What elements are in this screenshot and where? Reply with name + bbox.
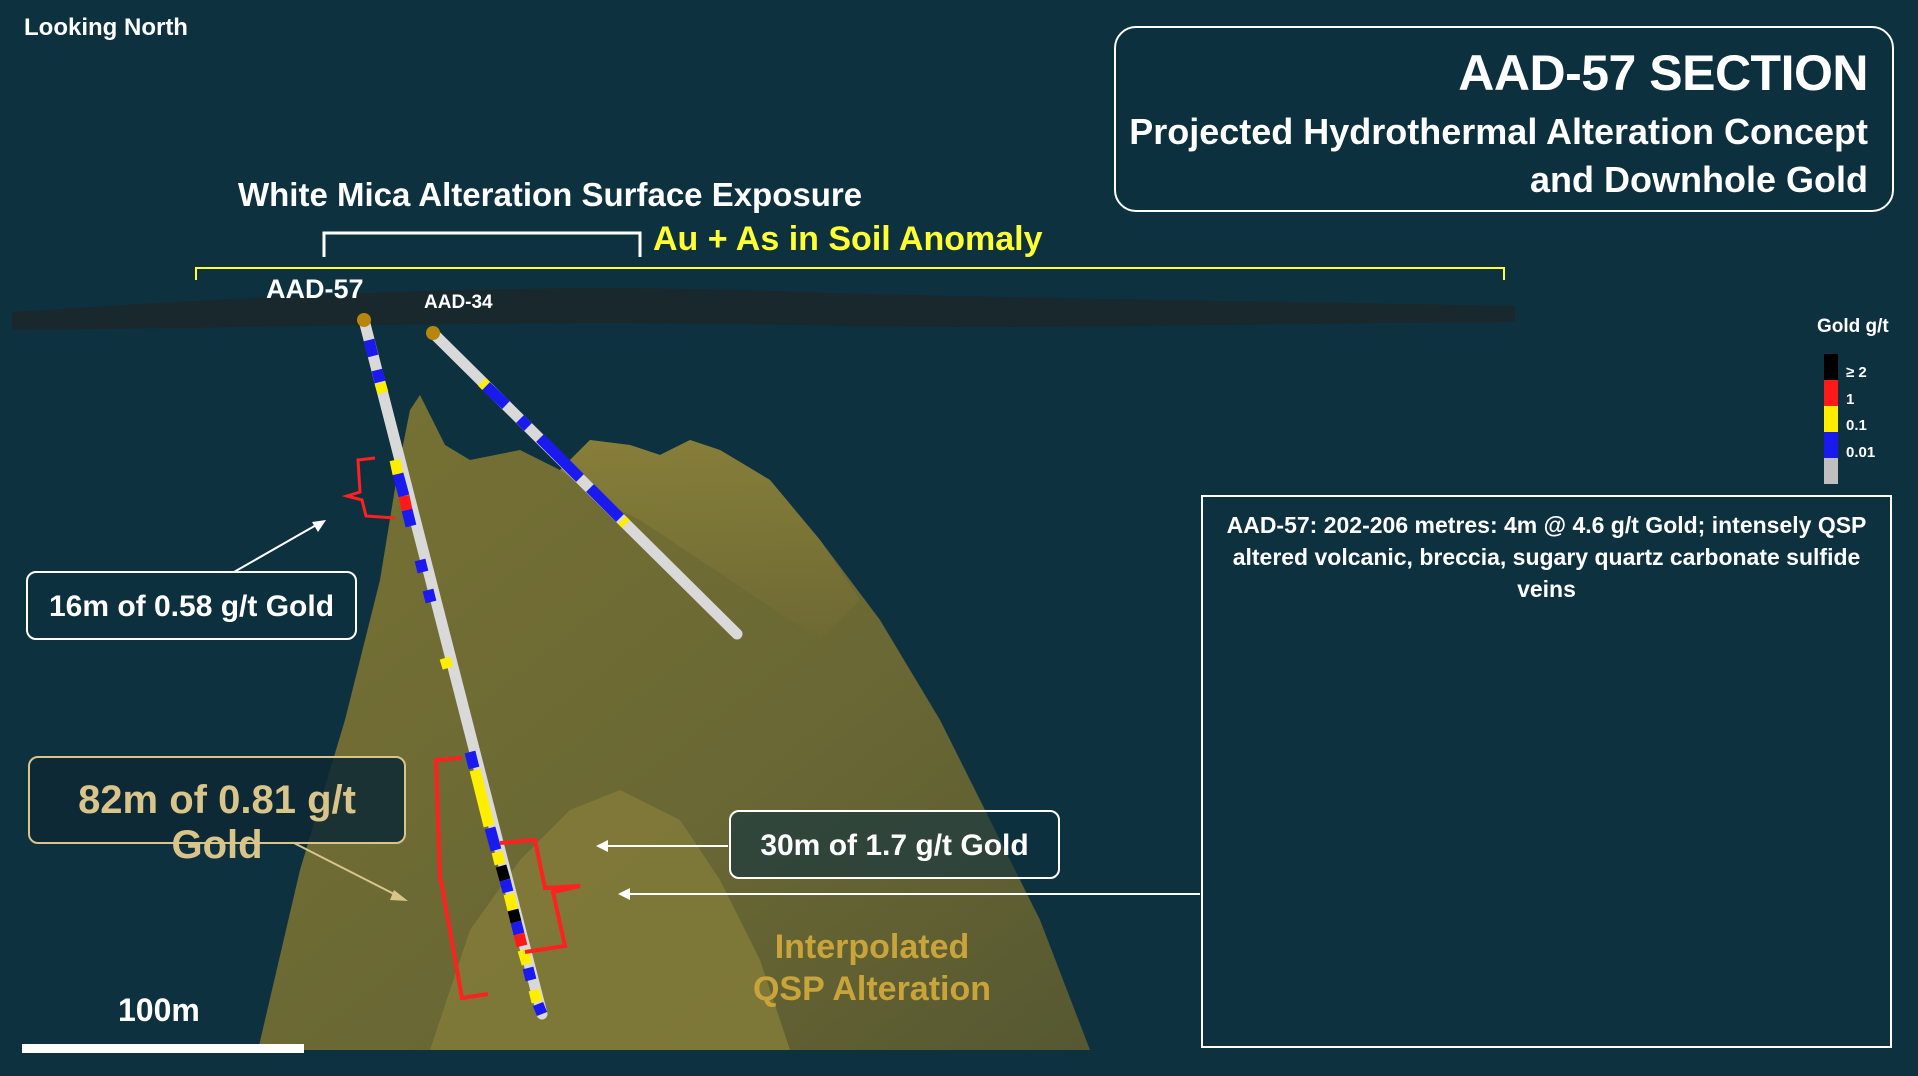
white-mica-label: White Mica Alteration Surface Exposure <box>238 176 863 213</box>
legend-label-1: 1 <box>1846 391 1855 408</box>
legend-swatch <box>1824 406 1838 432</box>
callout-16m: 16m of 0.58 g/t Gold <box>26 571 357 640</box>
page-subtitle: Projected Hydrothermal Alteration Concep… <box>1129 111 1868 200</box>
legend-label-0-01: 0.01 <box>1846 444 1876 461</box>
qsp-shell-highlight <box>560 440 860 640</box>
core-photo-caption: AAD-57: 202-206 metres: 4m @ 4.6 g/t Gol… <box>1226 512 1867 602</box>
core-photo-panel: AAD-57: 202-206 metres: 4m @ 4.6 g/t Gol… <box>1201 495 1892 1048</box>
legend-title: Gold g/t <box>1817 316 1889 337</box>
title-box: AAD-57 SECTION Projected Hydrothermal Al… <box>1114 26 1894 212</box>
callout-30m: 30m of 1.7 g/t Gold <box>729 810 1060 879</box>
legend-swatch <box>1824 458 1838 484</box>
page-title: AAD-57 SECTION <box>1458 45 1868 101</box>
arrow-30m <box>596 840 728 852</box>
white-mica-bracket <box>322 231 642 257</box>
scale-bar <box>22 1044 304 1053</box>
callout-82m: 82m of 0.81 g/t Gold <box>28 756 406 867</box>
legend-swatch <box>1824 354 1838 380</box>
arrow-16m <box>233 520 326 573</box>
qsp-shell-lower-lobe <box>430 790 790 1050</box>
legend-swatch <box>1824 432 1838 458</box>
topographic-surface <box>12 288 1515 330</box>
callout-82m-text: 82m of 0.81 g/t Gold <box>78 778 356 867</box>
legend-label-ge2: ≥ 2 <box>1846 364 1867 381</box>
arrow-core-photo <box>618 888 1200 900</box>
drillhole-aad-34 <box>426 326 743 640</box>
soil-anomaly-bracket <box>195 267 1505 280</box>
qsp-alteration-label: Interpolated QSP Alteration <box>752 928 992 1008</box>
view-direction-label: Looking North <box>24 14 188 41</box>
qsp-alteration-shell <box>258 395 1090 1050</box>
callout-16m-text: 16m of 0.58 g/t Gold <box>48 590 335 623</box>
bracket-16m <box>341 456 396 520</box>
callout-30m-text: 30m of 1.7 g/t Gold <box>760 829 1029 862</box>
scale-bar-label: 100m <box>118 992 200 1028</box>
bracket-30m <box>499 837 581 954</box>
drillhole-label-aad-57: AAD-57 <box>266 274 364 304</box>
arrow-82m <box>291 841 408 901</box>
drillhole-aad-57 <box>357 313 548 1020</box>
legend-color-bar <box>1824 354 1838 484</box>
legend-swatch <box>1824 380 1838 406</box>
bracket-82m <box>433 756 489 1001</box>
legend-label-0-1: 0.1 <box>1846 417 1867 434</box>
drillhole-label-aad-34: AAD-34 <box>424 292 493 313</box>
soil-anomaly-label: Au + As in Soil Anomaly <box>653 220 1043 258</box>
